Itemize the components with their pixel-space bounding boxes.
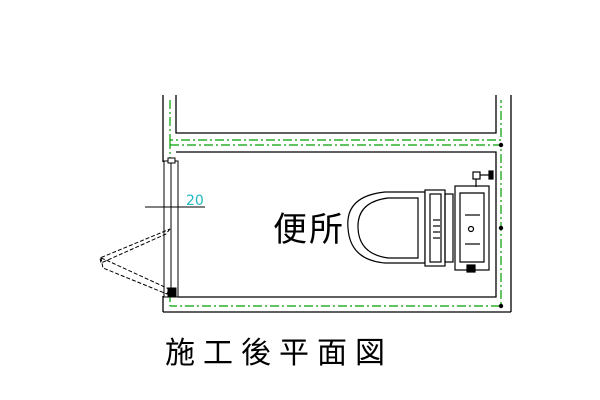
dimension-label: 20 bbox=[186, 193, 204, 209]
hand-sink-icon bbox=[454, 185, 490, 273]
room-label: 便所 bbox=[273, 210, 345, 250]
faucet-icon bbox=[472, 170, 494, 187]
wall-lines bbox=[162, 95, 512, 313]
toilet-icon bbox=[347, 189, 454, 267]
drawing-caption: 施工後平面図 bbox=[165, 336, 393, 371]
folding-door-icon bbox=[99, 228, 171, 295]
door-jamb bbox=[163, 157, 179, 298]
centerlines bbox=[169, 100, 502, 307]
